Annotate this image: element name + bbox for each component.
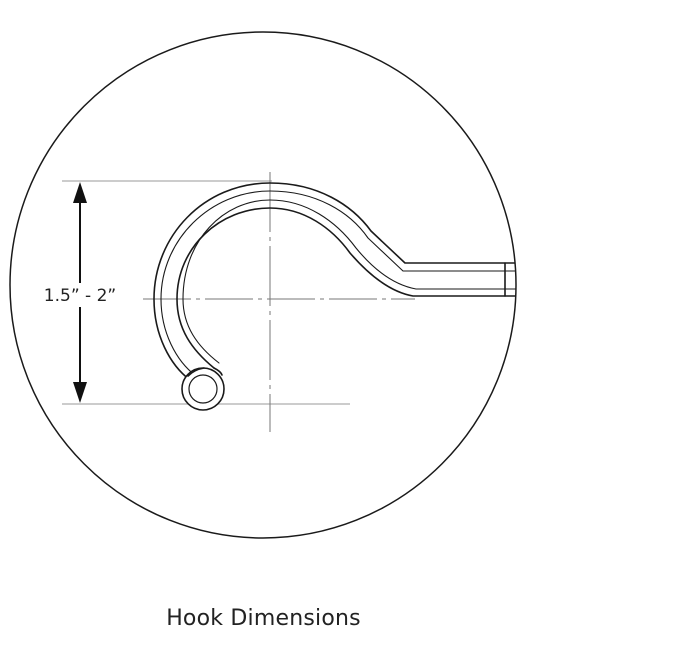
hook-outline [153, 182, 516, 411]
figure-caption: Hook Dimensions [166, 606, 361, 631]
arrowhead-up [73, 182, 87, 203]
hook-tip-loop-inner [188, 374, 218, 404]
detail-circle [9, 31, 517, 539]
hook-outer-edge [153, 182, 516, 381]
dimension-label: 1.5” - 2” [44, 286, 116, 306]
arrowhead-down [73, 382, 87, 403]
hook-tip-neck [187, 367, 223, 377]
hook-inner-wall-2 [182, 199, 516, 364]
center-lines [143, 172, 415, 432]
hook-inner-wall [160, 190, 516, 377]
hook-inner-edge [176, 207, 516, 369]
